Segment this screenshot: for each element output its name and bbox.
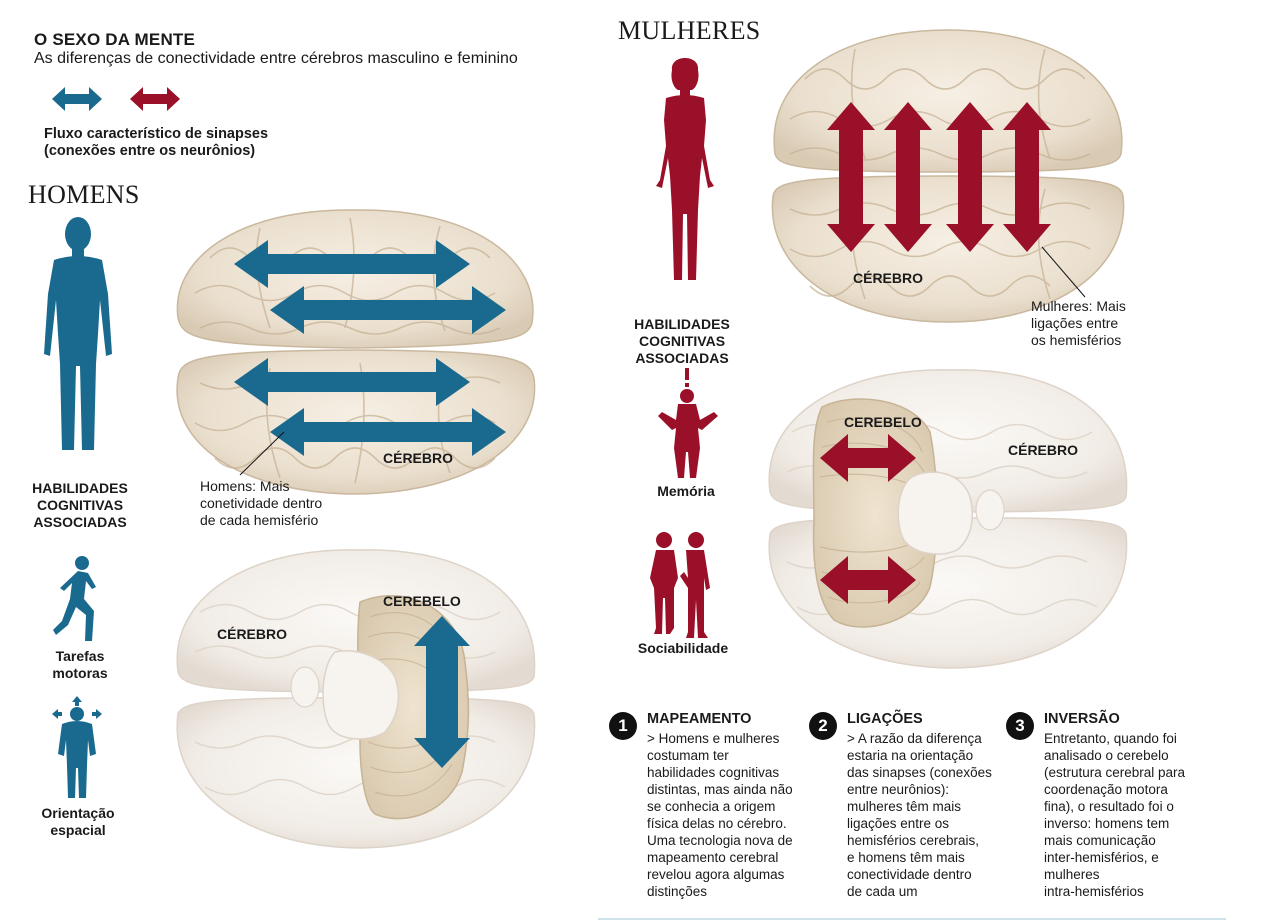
legend-caption: Fluxo característico de sinapses (conexõ… [44, 126, 269, 159]
note-2-body: > A razão da diferença estaria na orient… [847, 731, 992, 899]
men-top-annotation: Homens: Mais conetividade dentro de cada… [200, 478, 323, 528]
men-top-brain [176, 209, 536, 495]
women-section-title: MULHERES [618, 16, 761, 45]
women-top-annotation: Mulheres: Mais ligações entre os hemisfé… [1031, 298, 1126, 348]
woman-figure-icon [656, 58, 714, 280]
page-subtitle: As diferenças de conectividade entre cér… [34, 50, 518, 67]
note-2-number: 2 [809, 712, 837, 740]
legend-male-arrow-icon [52, 87, 102, 111]
women-bottom-brain [768, 369, 1128, 669]
note-1-body: > Homens e mulheres costumam ter habilid… [647, 731, 793, 899]
page-title: O SEXO DA MENTE [34, 30, 196, 49]
men-bottom-brain-label: CÉREBRO [217, 626, 288, 642]
note-3-heading: INVERSÃO [1044, 711, 1120, 727]
women-skills-heading: HABILIDADES COGNITIVAS ASSOCIADAS [634, 316, 730, 366]
note-1-heading: MAPEAMENTO [647, 711, 752, 727]
sociability-icon [650, 532, 710, 638]
men-cerebellum-label: CEREBELO [383, 593, 461, 609]
note-1-number: 1 [609, 712, 637, 740]
note-3-body: Entretanto, quando foi analisado o cereb… [1044, 731, 1186, 899]
men-bottom-brain [176, 549, 536, 849]
skill-memory-label: Memória [657, 483, 715, 499]
skill-motor-label: Tarefas motoras [52, 648, 108, 681]
man-figure-icon [44, 217, 112, 450]
men-section-title: HOMENS [28, 180, 140, 209]
women-top-brain [771, 29, 1125, 323]
spatial-orientation-icon [52, 696, 102, 798]
men-skills-heading: HABILIDADES COGNITIVAS ASSOCIADAS [32, 480, 128, 530]
note-3-number: 3 [1006, 712, 1034, 740]
women-top-brain-label: CÉREBRO [853, 270, 924, 286]
memory-woman-icon [658, 368, 718, 478]
legend-female-arrow-icon [130, 87, 180, 111]
note-2-heading: LIGAÇÕES [847, 711, 923, 727]
bottom-divider [598, 918, 1226, 920]
women-bottom-brain-label: CÉREBRO [1008, 442, 1079, 458]
skill-spatial-label: Orientação espacial [41, 805, 115, 838]
runner-icon [53, 556, 96, 641]
skill-social-label: Sociabilidade [637, 640, 729, 656]
women-cerebellum-label: CEREBELO [844, 414, 922, 430]
men-top-brain-label: CÉREBRO [383, 450, 454, 466]
